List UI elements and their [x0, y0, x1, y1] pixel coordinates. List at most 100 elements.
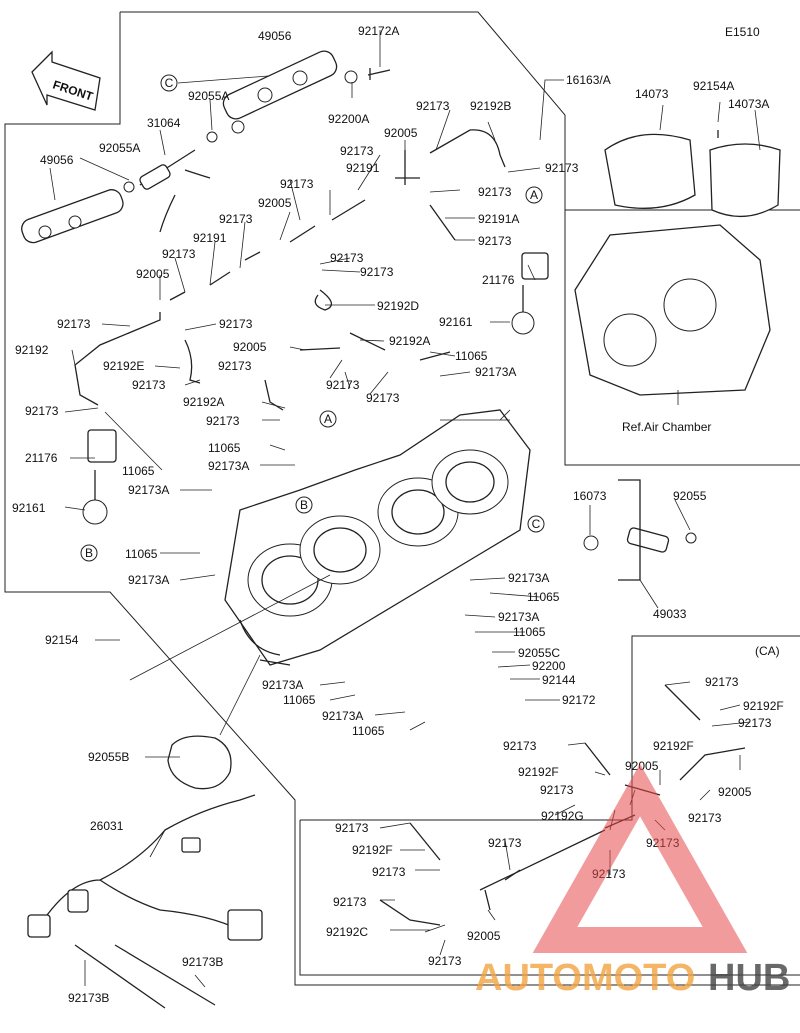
ca-label-92173-f: 92173 [335, 821, 369, 835]
throttle-body-assembly [224, 409, 531, 666]
o-ring-92055a-l [123, 181, 135, 193]
label-92173b-left: 92173B [68, 991, 109, 1005]
label-92055: 92055 [673, 489, 707, 503]
label-92191-t2: 92191 [193, 231, 227, 245]
svg-text:HUB: HUB [708, 957, 790, 999]
label-92005-t3: 92005 [136, 267, 170, 281]
label-92161-right: 92161 [439, 315, 473, 329]
label-11065-t1: 11065 [455, 349, 488, 363]
label-11065-t2: 11065 [208, 441, 241, 455]
label-11065-t8: 11065 [352, 724, 385, 738]
label-92173-t1: 92173 [416, 99, 450, 113]
label-92173-t13: 92173 [218, 359, 252, 373]
svg-text:C: C [165, 76, 174, 90]
ca-label-92173-i: 92173 [372, 865, 406, 879]
ca-label-92173-d: 92173 [540, 783, 574, 797]
label-21176-left: 21176 [25, 451, 58, 465]
label-92200: 92200 [532, 659, 566, 673]
vacuum-hose-network [74, 129, 506, 411]
label-92192b: 92192B [470, 99, 511, 113]
ref-circle-b-mid: B [295, 496, 313, 514]
bolt-92172a [367, 68, 391, 80]
label-92173-t12: 92173 [219, 317, 253, 331]
label-92173-t17: 92173 [25, 404, 59, 418]
label-92173-t8: 92173 [162, 247, 196, 261]
ca-label-92192f-a: 92192F [743, 699, 784, 713]
label-16163a: 16163/A [566, 73, 611, 87]
label-92173-t4: 92173 [280, 177, 314, 191]
label-16073: 16073 [573, 489, 607, 503]
label-92161-left: 92161 [12, 501, 46, 515]
svg-text:A: A [530, 188, 538, 202]
label-92173a-t3: 92173A [128, 483, 169, 497]
ca-label-92173-k: 92173 [333, 895, 367, 909]
label-92192e: 92192E [103, 359, 144, 373]
label-92154: 92154 [45, 633, 79, 647]
front-arrow: FRONT [31, 50, 101, 111]
label-92055a-upper: 92055A [188, 89, 229, 103]
ca-label-92192g: 92192G [541, 809, 584, 823]
wire-harness-26031 [27, 794, 263, 941]
injector-49033 [583, 479, 697, 581]
label-92154a: 92154A [693, 79, 734, 93]
label-11065-t7: 11065 [283, 693, 316, 707]
label-92173a-t5: 92173A [508, 571, 549, 585]
label-92172a: 92172A [358, 24, 399, 38]
ca-frame [299, 635, 800, 976]
label-11065-t3: 11065 [122, 464, 155, 478]
ca-label-92005-a: 92005 [625, 759, 659, 773]
ca-label-92173-l: 92173 [428, 954, 462, 968]
ca-label-92005-c: 92005 [467, 929, 501, 943]
label-92173-t11: 92173 [57, 317, 91, 331]
leader-lines [49, 30, 761, 988]
label-92191a: 92191A [478, 212, 519, 226]
svg-text:B: B [85, 546, 93, 560]
label-92192d: 92192D [377, 299, 419, 313]
ref-circle-a-top: A [525, 186, 543, 204]
label-92005-t4: 92005 [233, 340, 267, 354]
label-26031: 26031 [90, 819, 124, 833]
label-11065-t6: 11065 [513, 625, 546, 639]
label-92192a-left: 92192A [183, 395, 224, 409]
ca-label-92173-a: 92173 [705, 675, 739, 689]
pressure-sensor-right [511, 252, 549, 335]
label-49056-left: 49056 [40, 153, 74, 167]
label-92173-t18: 92173 [206, 414, 240, 428]
cable-ties-92173b [74, 944, 216, 1009]
label-92173a-t6: 92173A [498, 610, 539, 624]
label-92173-t3: 92173 [545, 161, 579, 175]
ref-circle-c-top: C [160, 74, 178, 92]
o-ring-92055a [206, 131, 218, 143]
label-49033: 49033 [653, 607, 687, 621]
label-14073: 14073 [635, 87, 669, 101]
ref-circle-c-mid: C [527, 515, 545, 533]
label-92173-t2: 92173 [340, 144, 374, 158]
label-31064: 31064 [147, 116, 181, 130]
label-92173a-t1: 92173A [475, 365, 516, 379]
label-92173-t10: 92173 [360, 265, 394, 279]
ca-label: (CA) [755, 644, 780, 658]
pressure-sensor-left [82, 429, 117, 525]
main-frame [4, 11, 800, 986]
ref-note: Ref.Air Chamber [622, 420, 711, 434]
watermark: AUTOMOTO HUB [475, 763, 790, 999]
ca-label-92192c: 92192C [326, 925, 368, 939]
ca-label-92173-c: 92173 [503, 739, 537, 753]
ca-label-92173-e: 92173 [688, 811, 722, 825]
label-92173-t6: 92173 [478, 234, 512, 248]
fuel-hose-31064 [139, 149, 211, 233]
label-92173a-t8: 92173A [322, 709, 363, 723]
label-92173-t7: 92173 [219, 212, 253, 226]
label-92191-t1: 92191 [346, 161, 380, 175]
label-92173-t9: 92173 [330, 251, 364, 265]
fuel-rail-lower [21, 189, 124, 244]
label-49056-upper: 49056 [258, 29, 292, 43]
label-92173b-right: 92173B [182, 955, 223, 969]
label-92173a-t2: 92173A [208, 459, 249, 473]
ca-label-92192f-b: 92192F [653, 739, 694, 753]
label-21176-right: 21176 [482, 273, 515, 287]
label-92173-t5: 92173 [478, 185, 512, 199]
label-92173-t14: 92173 [132, 378, 166, 392]
label-92173a-t7: 92173A [262, 678, 303, 692]
